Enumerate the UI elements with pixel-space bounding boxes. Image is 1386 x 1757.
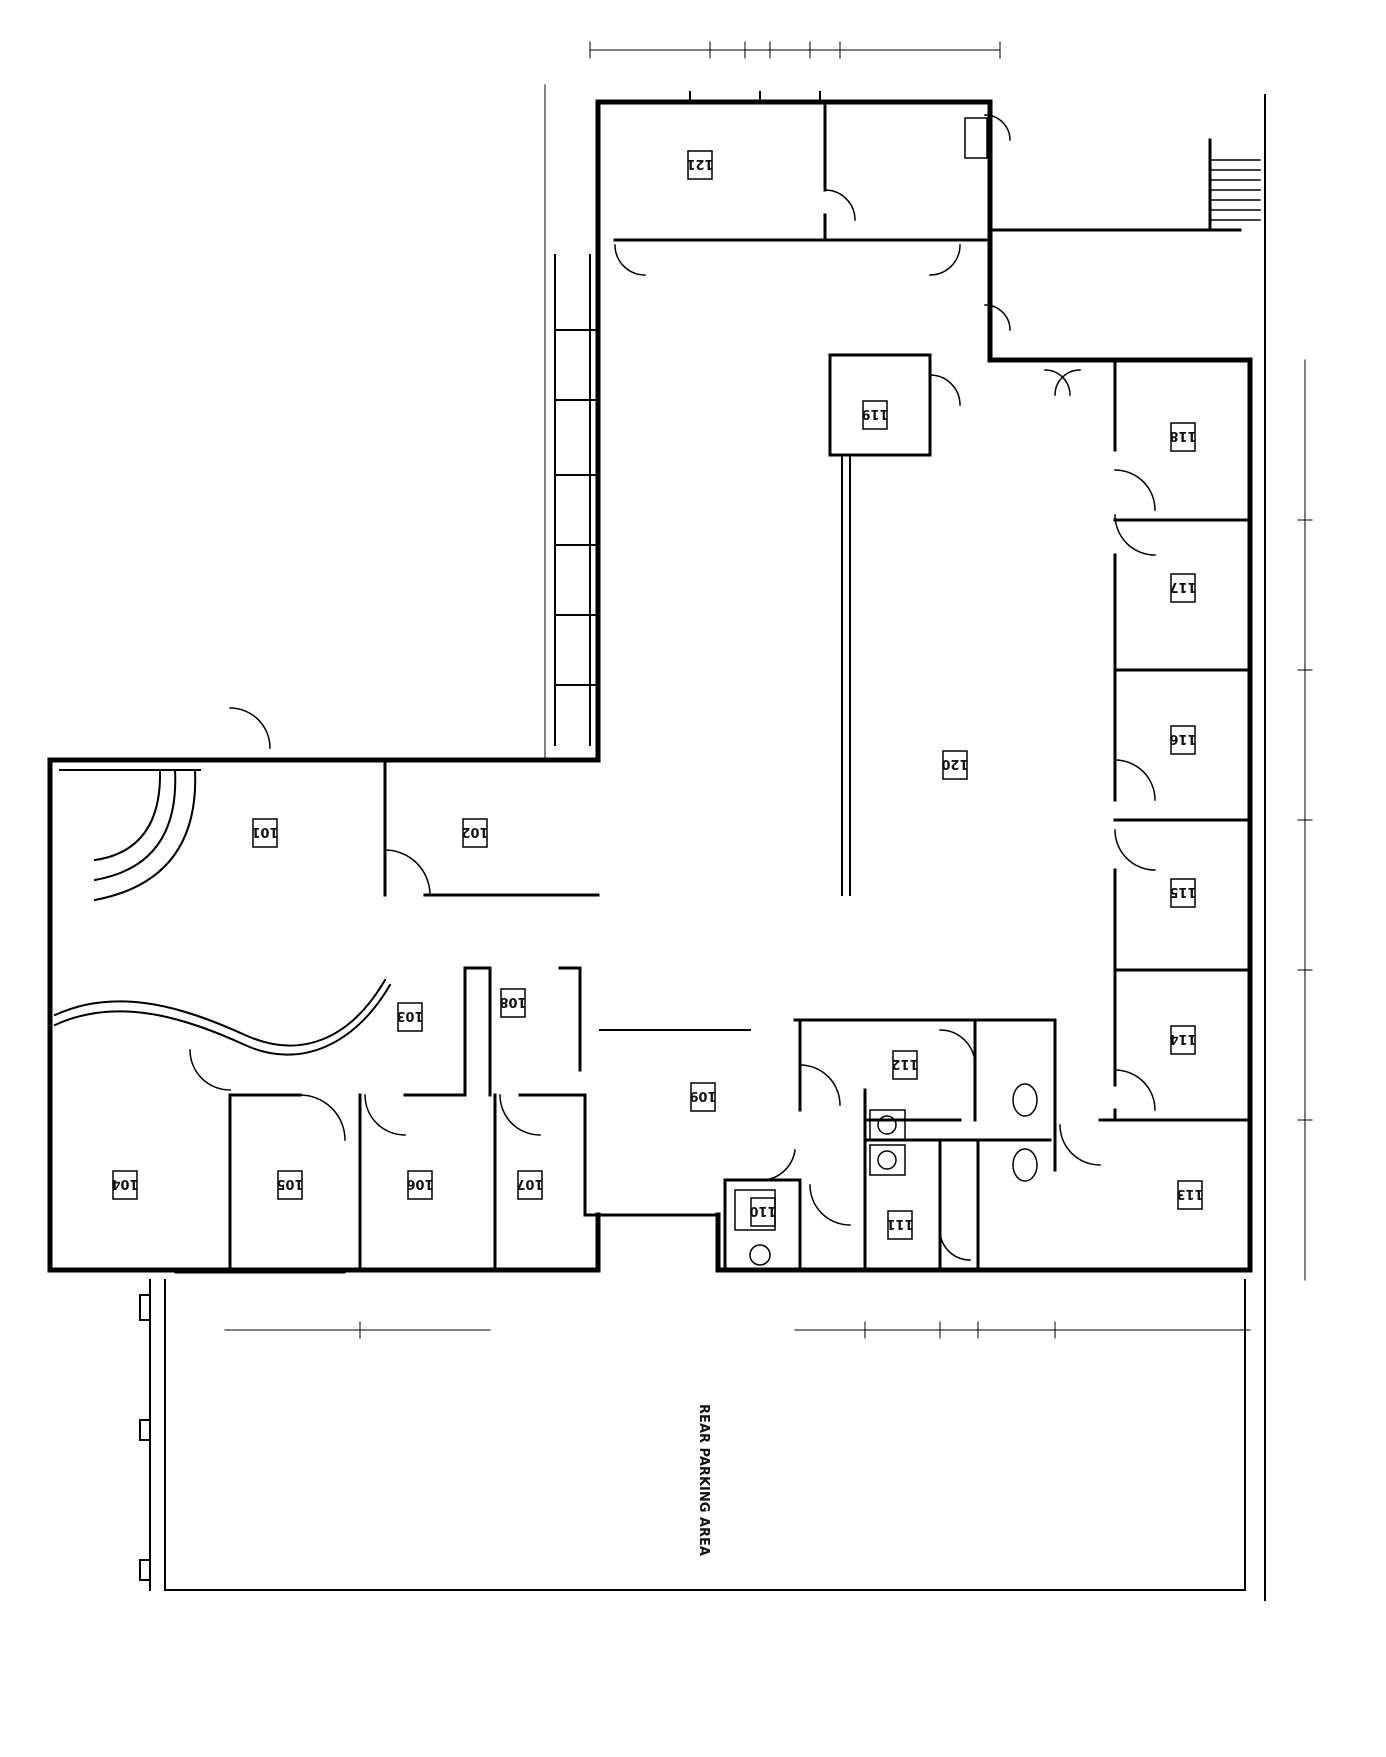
room-tag-113: 113 — [1176, 1180, 1204, 1210]
room-number: 120 — [941, 756, 968, 771]
room-number: 112 — [891, 1056, 918, 1071]
room-tag-101: 101 — [251, 818, 279, 848]
room-number: 119 — [861, 406, 888, 421]
room-number: 113 — [1176, 1186, 1203, 1201]
room-tags: 101 102 103 104 105 106 107 108 — [111, 150, 1204, 1240]
room-tag-111: 111 — [886, 1210, 914, 1240]
room-number: 111 — [886, 1216, 913, 1231]
room-number: 107 — [516, 1176, 543, 1191]
room-tag-104: 104 — [111, 1170, 139, 1200]
room-number: 105 — [276, 1176, 303, 1191]
room-tag-115: 115 — [1169, 878, 1197, 908]
room-tag-107: 107 — [516, 1170, 544, 1200]
parking-label-group: REAR PARKING AREA — [696, 1404, 711, 1556]
room-number: 108 — [499, 994, 526, 1009]
exterior-walls — [47, 99, 1253, 1273]
room-tag-120: 120 — [941, 750, 969, 780]
room-number: 110 — [749, 1203, 776, 1218]
door-swings — [189, 114, 1156, 1261]
parking-label: REAR PARKING AREA — [696, 1404, 711, 1556]
room-tag-114: 114 — [1169, 1025, 1197, 1055]
windows — [174, 91, 821, 1274]
room-number: 116 — [1169, 731, 1196, 746]
room-number: 103 — [396, 1008, 423, 1023]
stair — [1208, 138, 1261, 232]
room-number: 121 — [686, 156, 713, 171]
room-tag-117: 117 — [1169, 573, 1197, 603]
room-number: 106 — [406, 1176, 433, 1191]
room-tag-103: 103 — [396, 1002, 424, 1032]
room-tag-106: 106 — [406, 1170, 434, 1200]
curved-feature-wall — [53, 978, 392, 1056]
room-number: 104 — [111, 1176, 138, 1191]
room-tag-112: 112 — [891, 1050, 919, 1080]
room-tag-119: 119 — [861, 400, 889, 430]
room-number: 109 — [689, 1088, 716, 1103]
room-number: 101 — [251, 824, 278, 839]
room-tag-108: 108 — [499, 988, 527, 1018]
room-number: 115 — [1169, 884, 1196, 899]
parking-outline — [139, 94, 1266, 1601]
room-tag-105: 105 — [276, 1170, 304, 1200]
room-tag-110: 110 — [749, 1197, 777, 1227]
room-number: 117 — [1169, 579, 1196, 594]
room-tag-118: 118 — [1169, 422, 1197, 452]
reception-desk — [59, 768, 201, 902]
room-tag-109: 109 — [689, 1082, 717, 1112]
room-number: 114 — [1169, 1031, 1196, 1046]
room-number: 118 — [1169, 428, 1196, 443]
room-tag-102: 102 — [461, 818, 489, 848]
dimension-lines — [224, 41, 1313, 1339]
room-number: 102 — [461, 824, 488, 839]
interior-walls — [228, 100, 1252, 1272]
room-tag-116: 116 — [1169, 725, 1197, 755]
room-tag-121: 121 — [686, 150, 714, 180]
